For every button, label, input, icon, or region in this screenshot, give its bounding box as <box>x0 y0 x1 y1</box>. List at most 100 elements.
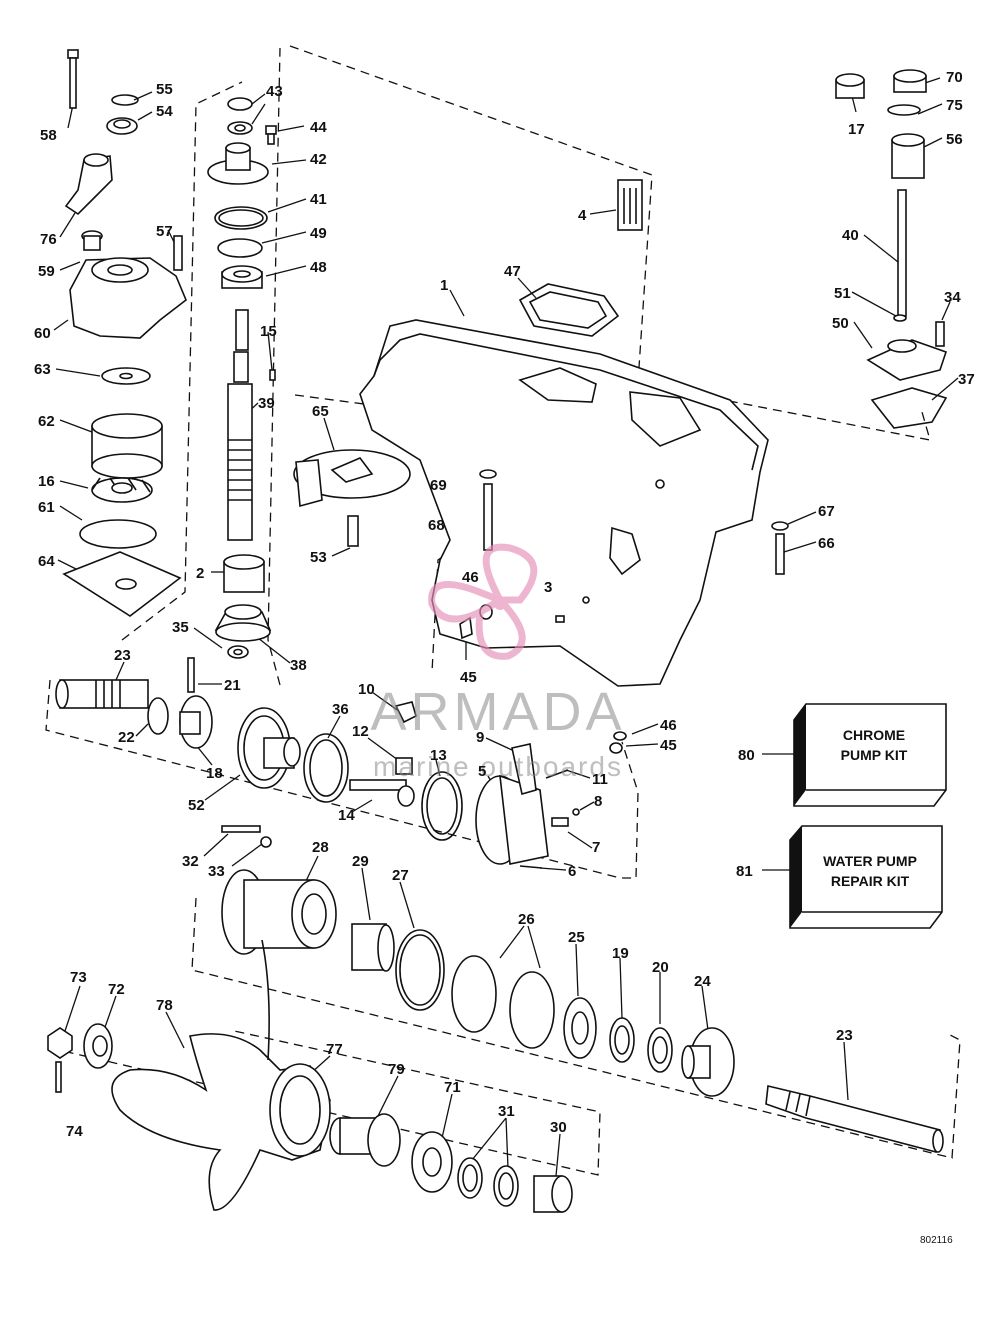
callout-16: 16 <box>38 473 55 490</box>
callout-2: 2 <box>196 565 204 582</box>
callout-27: 27 <box>392 867 409 884</box>
part-20-seal-icon <box>647 1027 673 1073</box>
callout-14: 14 <box>338 807 355 824</box>
part-57-screw-icon <box>173 235 183 271</box>
diagram-code: 802116 <box>920 1235 953 1246</box>
part-drawings <box>47 49 948 1213</box>
callout-77: 77 <box>326 1041 343 1058</box>
part-30-bearing-icon <box>533 1175 573 1213</box>
part-54-seal-icon <box>106 117 138 135</box>
callout-76: 76 <box>40 231 57 248</box>
part-51-oring-icon <box>893 314 907 322</box>
part-50-rod-cover-icon <box>866 339 948 381</box>
callout-58: 58 <box>40 127 57 144</box>
callout-74: 74 <box>66 1123 83 1140</box>
part-24-gear-icon <box>681 1027 735 1097</box>
callout-25: 25 <box>568 929 585 946</box>
callout-40: 40 <box>842 227 859 244</box>
callout-67: 67 <box>818 503 835 520</box>
callout-35: 35 <box>172 619 189 636</box>
part-31-rings-icon <box>457 1157 519 1207</box>
part-9-lever-icon <box>511 743 537 796</box>
callout-48: 48 <box>310 259 327 276</box>
watermark-tagline: marine outboards <box>373 751 623 782</box>
callout-43: 43 <box>266 83 283 100</box>
callout-38: 38 <box>290 657 307 674</box>
part-14-shaft-icon <box>349 779 415 807</box>
callout-31: 31 <box>498 1103 515 1120</box>
callout-45: 45 <box>660 737 677 754</box>
part-42-bearing-housing-icon <box>207 142 269 185</box>
part-1-gearcase-icon <box>359 319 769 687</box>
callout-15: 15 <box>260 323 277 340</box>
part-66-screw-icon <box>775 533 785 575</box>
part-72-spacer-icon <box>83 1023 113 1069</box>
part-73-nut-icon <box>47 1027 73 1059</box>
callout-54: 54 <box>156 103 173 120</box>
callout-71: 71 <box>444 1079 461 1096</box>
callout-17: 17 <box>848 121 865 138</box>
part-63-plate-icon <box>101 367 151 385</box>
part-64-plate-icon <box>62 551 182 617</box>
part-56-grommet-icon <box>891 133 925 179</box>
callout-44: 44 <box>310 119 327 136</box>
callout-3: 3 <box>544 579 552 596</box>
part-47-gasket-icon <box>518 283 620 337</box>
part-53-screw-icon <box>347 515 359 547</box>
callout-61: 61 <box>38 499 55 516</box>
part-74-cotter-pin-icon <box>55 1061 62 1093</box>
callout-22: 22 <box>118 729 135 746</box>
part-16-impeller-icon <box>91 477 153 503</box>
part-49-gasket-icon <box>217 238 263 258</box>
part-18-clutch-dog-icon <box>179 695 213 749</box>
callout-12: 12 <box>352 723 369 740</box>
callout-18: 18 <box>206 765 223 782</box>
part-40-shift-rod-icon <box>897 189 907 317</box>
callout-7: 7 <box>592 839 600 856</box>
callout-4: 4 <box>578 207 587 224</box>
group-boundaries <box>45 45 961 1176</box>
callout-53: 53 <box>310 549 327 566</box>
callout-78: 78 <box>156 997 173 1014</box>
callout-1: 1 <box>440 277 448 294</box>
callout-19: 19 <box>612 945 629 962</box>
part-10-detent-icon <box>394 701 417 724</box>
part-34-screw-icon <box>935 321 945 347</box>
part-32-screw-icon <box>221 825 261 833</box>
part-27-oring-icon <box>395 929 445 1011</box>
callout-68: 68 <box>428 517 445 534</box>
part-44-screw-icon <box>265 125 277 145</box>
part-55-oring-icon <box>111 94 139 106</box>
callout-9: 9 <box>476 729 484 746</box>
watermark-logo: ARMADA marine outboards <box>370 543 623 782</box>
part-52-gear-icon <box>237 707 301 789</box>
callout-20: 20 <box>652 959 669 976</box>
part-15-pin-icon <box>269 369 276 381</box>
callout-30: 30 <box>550 1119 567 1136</box>
part-25-thrust-washer-icon <box>563 997 597 1059</box>
part-68-stud-icon <box>483 483 493 551</box>
part-67-washer-icon <box>771 521 789 531</box>
callout-36: 36 <box>332 701 349 718</box>
callout-13: 13 <box>430 747 447 764</box>
callout-52: 52 <box>188 797 205 814</box>
kit-chrome-number: 80 <box>738 747 755 764</box>
part-28-bearing-housing-icon <box>221 869 337 955</box>
callout-46: 46 <box>462 569 479 586</box>
callout-56: 56 <box>946 131 963 148</box>
callout-57: 57 <box>156 223 173 240</box>
part-38-pinion-gear-icon <box>214 604 272 642</box>
part-29-bearing-icon <box>351 923 395 972</box>
part-23-shift-shaft-icon <box>55 679 149 709</box>
callout-69: 69 <box>430 477 447 494</box>
part-5-shift-housing-icon <box>475 774 549 865</box>
part-70-cap-icon <box>893 69 927 93</box>
callout-28: 28 <box>312 839 329 856</box>
part-22-ring-icon <box>147 697 169 735</box>
part-23-propeller-shaft-icon <box>765 1085 944 1153</box>
part-69-washer-icon <box>479 469 497 479</box>
part-71-washer-icon <box>411 1131 453 1193</box>
callout-50: 50 <box>832 315 849 332</box>
callout-42: 42 <box>310 151 327 168</box>
